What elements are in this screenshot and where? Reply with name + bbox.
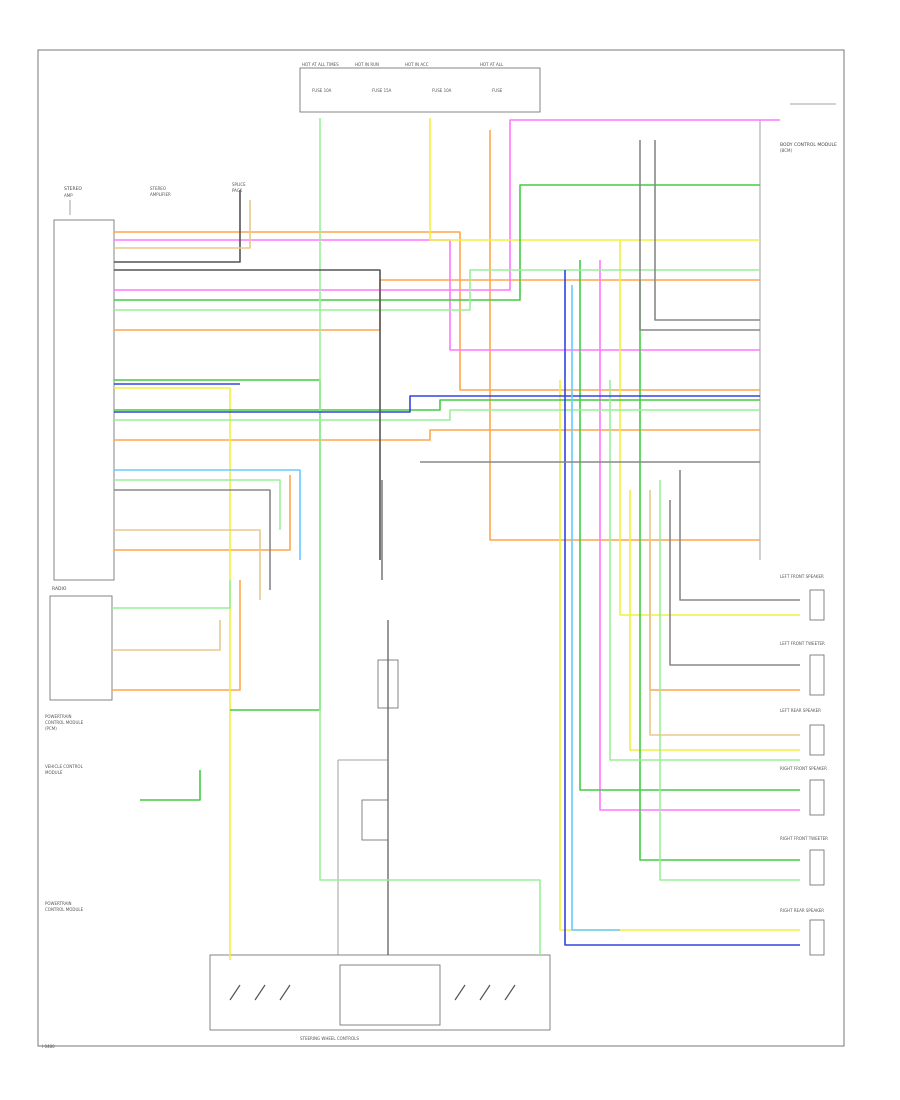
- svg-text:BODY CONTROL MODULE: BODY CONTROL MODULE: [780, 142, 837, 148]
- svg-text:AMPLIFIER: AMPLIFIER: [150, 192, 171, 197]
- diagram-frame: [37, 49, 845, 1047]
- svg-text:PACK: PACK: [232, 188, 243, 193]
- svg-text:(PCM): (PCM): [45, 726, 57, 731]
- svg-text:HOT AT ALL: HOT AT ALL: [480, 62, 504, 67]
- wires: [112, 118, 800, 960]
- svg-text:AMP: AMP: [64, 193, 73, 198]
- svg-text:LEFT FRONT TWEETER: LEFT FRONT TWEETER: [780, 641, 825, 646]
- powertrain-label: POWERTRAIN CONTROL MODULE (PCM) VEHICLE …: [45, 714, 84, 912]
- amplifier-block: STEREO AMP STEREO AMPLIFIER SPLICE PACK: [53, 182, 246, 581]
- footer-bottom-label: STEERING WHEEL CONTROLS: [300, 1036, 359, 1041]
- center-harness: [337, 480, 399, 955]
- svg-text:RIGHT REAR SPEAKER: RIGHT REAR SPEAKER: [780, 908, 824, 913]
- svg-text:CONTROL MODULE: CONTROL MODULE: [45, 720, 84, 725]
- svg-text:STEREO: STEREO: [64, 186, 82, 192]
- footer-left-code: I 0480: [42, 1044, 55, 1049]
- svg-text:SPLICE: SPLICE: [232, 182, 246, 187]
- svg-text:FUSE: FUSE: [492, 88, 503, 93]
- svg-text:RIGHT FRONT SPEAKER: RIGHT FRONT SPEAKER: [780, 766, 827, 771]
- top-fuse-block: HOT AT ALL TIMES HOT IN RUN HOT IN ACC H…: [299, 62, 541, 113]
- svg-text:(BCM): (BCM): [780, 148, 792, 153]
- svg-text:HOT AT ALL TIMES: HOT AT ALL TIMES: [302, 62, 339, 67]
- svg-text:RADIO: RADIO: [52, 586, 67, 592]
- svg-text:MODULE: MODULE: [45, 770, 63, 775]
- svg-text:POWERTRAIN: POWERTRAIN: [45, 714, 72, 719]
- steering-wheel-controls: [209, 954, 551, 1031]
- body-control-module: BODY CONTROL MODULE (BCM): [759, 103, 837, 560]
- svg-text:HOT IN RUN: HOT IN RUN: [355, 62, 379, 67]
- svg-text:CONTROL MODULE: CONTROL MODULE: [45, 907, 84, 912]
- svg-text:LEFT FRONT SPEAKER: LEFT FRONT SPEAKER: [780, 574, 824, 579]
- svg-text:VEHICLE CONTROL: VEHICLE CONTROL: [45, 764, 84, 769]
- svg-text:RIGHT FRONT TWEETER: RIGHT FRONT TWEETER: [780, 836, 828, 841]
- svg-text:FUSE 10A: FUSE 10A: [432, 88, 452, 93]
- svg-text:FUSE 15A: FUSE 15A: [372, 88, 392, 93]
- svg-text:HOT IN ACC: HOT IN ACC: [405, 62, 429, 67]
- svg-text:LEFT REAR SPEAKER: LEFT REAR SPEAKER: [780, 708, 821, 713]
- radio-block: RADIO: [49, 586, 113, 701]
- svg-text:STEREO: STEREO: [150, 186, 166, 191]
- speaker-connectors: LEFT FRONT SPEAKER LEFT FRONT TWEETER LE…: [780, 574, 828, 956]
- svg-text:FUSE 10A: FUSE 10A: [312, 88, 332, 93]
- svg-text:POWERTRAIN: POWERTRAIN: [45, 901, 72, 906]
